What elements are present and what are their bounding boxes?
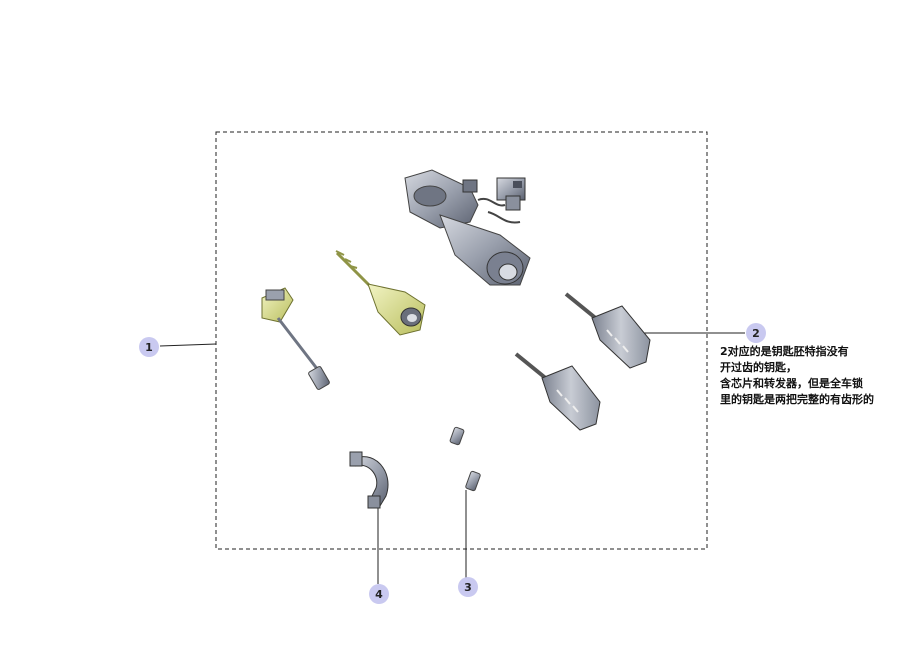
lock-cylinder-yellow <box>335 250 426 336</box>
ignition-lock-housing <box>404 169 531 286</box>
callout-3: 3 <box>458 577 478 597</box>
lock-pin-upper <box>449 426 465 446</box>
note-line: 开过齿的钥匙， <box>720 361 797 374</box>
lock-pin-lower <box>465 470 481 492</box>
callout-1: 1 <box>139 337 159 357</box>
note-line: 含芯片和转发器，但是全车锁 <box>720 377 863 390</box>
door-lock-linkage <box>261 287 330 390</box>
note-line: 2对应的是钥匙胚特指没有 <box>720 345 849 358</box>
assembly-frame <box>215 131 708 550</box>
note-line: 里的钥匙是两把完整的有齿形的 <box>720 393 874 406</box>
callout-2: 2 <box>746 323 766 343</box>
callout-2-note: 2对应的是钥匙胚特指没有 开过齿的钥匙， 含芯片和转发器，但是全车锁 里的钥匙是… <box>720 344 896 408</box>
connector-plug <box>496 177 526 211</box>
leader-line-1 <box>159 343 217 347</box>
callout-4: 4 <box>369 584 389 604</box>
flip-key-blank-2 <box>514 352 601 431</box>
retaining-clip <box>349 451 389 509</box>
flip-key-blank-1 <box>564 292 651 369</box>
